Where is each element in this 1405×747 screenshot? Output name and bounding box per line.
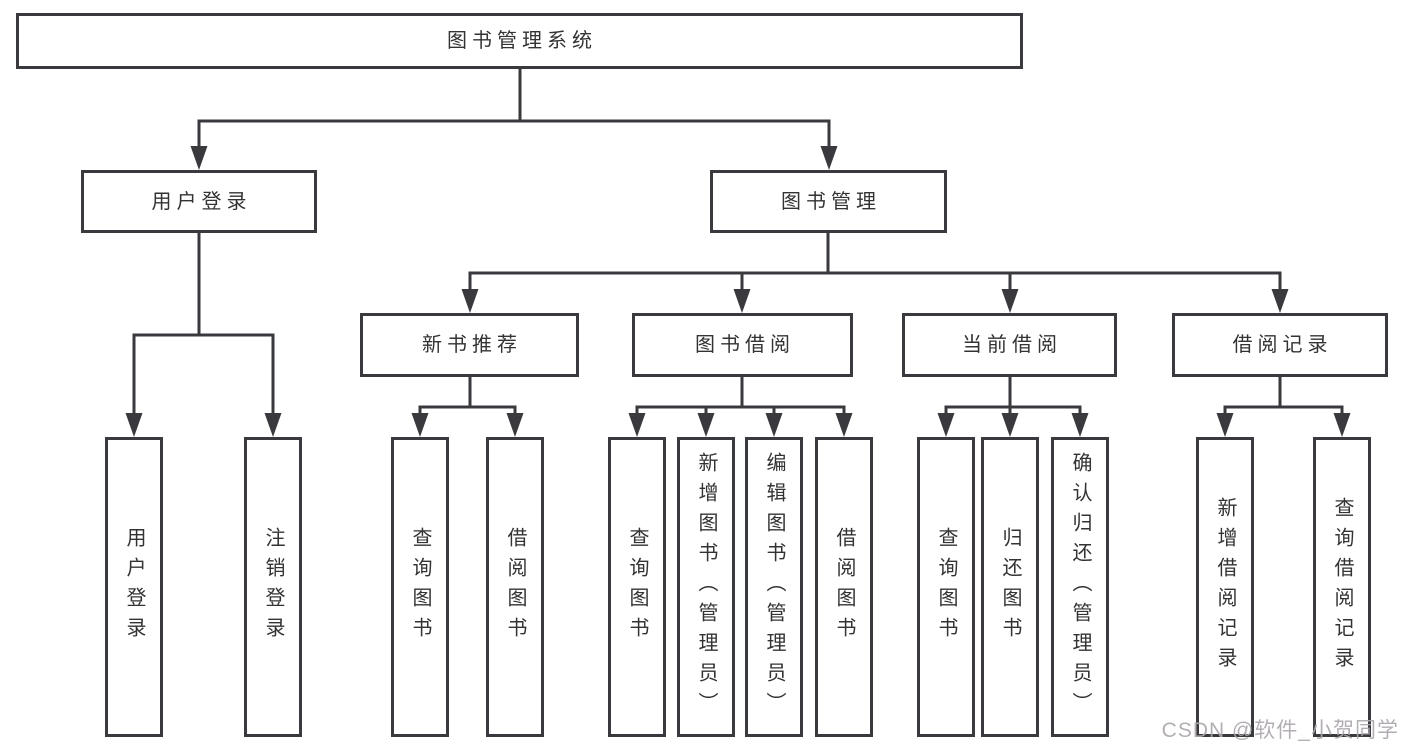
leaf-user-login: 用户登录: [105, 437, 163, 737]
arrowhead-down-icon: [1216, 413, 1234, 437]
leaf-logout: 注销登录: [244, 437, 302, 737]
leaf-add-book-admin-label: 新增图书（管理员）: [695, 452, 717, 722]
leaf-return-book-label: 归还图书: [999, 527, 1021, 647]
node-user-login-label: 用户登录: [151, 190, 252, 213]
leaf-confirm-return-admin-label: 确认归还（管理员）: [1069, 452, 1091, 722]
leaf-borrow-query-book: 查询图书: [608, 437, 666, 737]
arrowhead-down-icon: [937, 413, 955, 437]
node-current-borrow-label: 当前借阅: [962, 334, 1062, 356]
node-book-borrow: 图书借阅: [632, 313, 853, 377]
leaf-query-borrow-record: 查询借阅记录: [1313, 437, 1371, 737]
arrowhead-down-icon: [765, 413, 783, 437]
arrowhead-down-icon: [697, 413, 715, 437]
leaf-recommend-borrow-book: 借阅图书: [486, 437, 544, 737]
leaf-confirm-return-admin: 确认归还（管理员）: [1051, 437, 1109, 737]
node-borrow-records: 借阅记录: [1172, 313, 1388, 377]
leaf-borrow-query-book-label: 查询图书: [626, 527, 648, 647]
arrowhead-down-icon: [264, 413, 282, 437]
node-new-book-recommend: 新书推荐: [360, 313, 579, 377]
arrowhead-down-icon: [820, 146, 838, 170]
leaf-add-borrow-record-label: 新增借阅记录: [1214, 497, 1236, 677]
arrowhead-down-icon: [1271, 289, 1289, 313]
leaf-user-login-label: 用户登录: [123, 527, 145, 647]
node-current-borrow: 当前借阅: [902, 313, 1117, 377]
arrowhead-down-icon: [1071, 413, 1089, 437]
leaf-add-borrow-record: 新增借阅记录: [1196, 437, 1254, 737]
leaf-recommend-borrow-book-label: 借阅图书: [504, 527, 526, 647]
node-root-label: 图书管理系统: [447, 30, 597, 52]
node-root: 图书管理系统: [16, 13, 1023, 69]
arrowhead-down-icon: [506, 413, 524, 437]
leaf-recommend-query-book-label: 查询图书: [409, 527, 431, 647]
node-user-login: 用户登录: [81, 170, 317, 233]
leaf-return-book: 归还图书: [981, 437, 1039, 737]
leaf-current-query-book-label: 查询图书: [935, 527, 957, 647]
node-book-management-label: 图书管理: [781, 190, 881, 213]
leaf-borrow-book-label: 借阅图书: [833, 527, 855, 647]
leaf-recommend-query-book: 查询图书: [391, 437, 449, 737]
arrowhead-down-icon: [1333, 413, 1351, 437]
arrowhead-down-icon: [125, 413, 143, 437]
arrowhead-down-icon: [733, 289, 751, 313]
leaf-edit-book-admin-label: 编辑图书（管理员）: [763, 452, 785, 722]
node-borrow-records-label: 借阅记录: [1232, 334, 1333, 356]
arrowhead-down-icon: [628, 413, 646, 437]
leaf-edit-book-admin: 编辑图书（管理员）: [745, 437, 803, 737]
node-book-management: 图书管理: [710, 170, 947, 233]
arrowhead-down-icon: [411, 413, 429, 437]
node-book-borrow-label: 图书借阅: [695, 334, 795, 356]
leaf-query-borrow-record-label: 查询借阅记录: [1331, 497, 1353, 677]
arrowhead-down-icon: [1001, 413, 1019, 437]
leaf-logout-label: 注销登录: [262, 527, 284, 647]
node-new-book-recommend-label: 新书推荐: [422, 334, 522, 356]
arrowhead-down-icon: [190, 146, 208, 170]
arrowhead-down-icon: [835, 413, 853, 437]
arrowhead-down-icon: [461, 289, 479, 313]
leaf-current-query-book: 查询图书: [917, 437, 975, 737]
leaf-borrow-book: 借阅图书: [815, 437, 873, 737]
leaf-add-book-admin: 新增图书（管理员）: [677, 437, 735, 737]
arrowhead-down-icon: [1001, 289, 1019, 313]
